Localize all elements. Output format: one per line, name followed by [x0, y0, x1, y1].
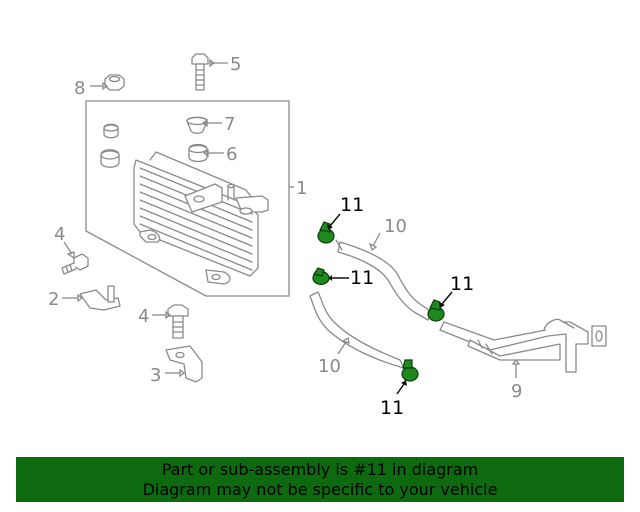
callout-6: 6 — [226, 144, 237, 165]
callout-10-lower: 10 — [318, 356, 341, 377]
oil-cooler — [133, 151, 269, 285]
callout-2: 2 — [48, 289, 59, 310]
callout-5: 5 — [230, 54, 241, 75]
info-banner: Part or sub-assembly is #11 in diagram D… — [16, 457, 624, 502]
callout-4-lower: 4 — [138, 306, 149, 327]
bolt-part-4-upper — [61, 253, 89, 275]
oil-pipe-part-9 — [439, 318, 607, 373]
callout-7: 7 — [224, 114, 235, 135]
callout-10-upper: 10 — [384, 216, 407, 237]
callout-8: 8 — [74, 78, 85, 99]
grommet-part-6 — [188, 143, 208, 163]
callout-11-middle: 11 — [350, 267, 374, 289]
leader-lines — [62, 58, 521, 378]
clamp-part-11-b — [312, 267, 330, 286]
nut-part-8 — [104, 74, 125, 91]
leader-lines-highlight — [327, 213, 453, 395]
clamp-part-11-d — [401, 359, 419, 382]
callout-3: 3 — [150, 365, 161, 386]
collar-part-7 — [186, 116, 208, 134]
callout-labels: 5 7 6 8 1 4 2 4 3 10 10 9 11 11 11 11 — [48, 54, 522, 419]
banner-line-1: Part or sub-assembly is #11 in diagram — [161, 460, 479, 479]
bolt-part-5 — [191, 53, 209, 91]
callout-1: 1 — [296, 178, 307, 199]
grommet-part — [100, 149, 120, 168]
callout-4-upper: 4 — [54, 224, 65, 245]
callout-11-bottom: 11 — [380, 397, 404, 419]
callout-11-right: 11 — [450, 273, 474, 295]
washer-part — [103, 123, 119, 139]
callout-9: 9 — [511, 381, 522, 402]
clamp-part-11-c — [427, 299, 445, 322]
bracket-part-3 — [165, 345, 203, 383]
callout-11-top: 11 — [340, 194, 364, 216]
bolt-part-4-lower — [167, 304, 189, 339]
banner-line-2: Diagram may not be specific to your vehi… — [142, 480, 498, 499]
bracket-part-2 — [79, 285, 121, 311]
